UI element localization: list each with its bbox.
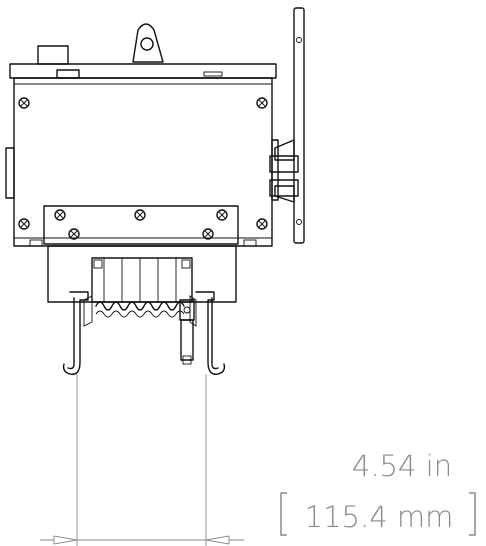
mounting-bracket xyxy=(269,7,305,244)
enclosure-screws xyxy=(18,97,268,230)
left-hook xyxy=(62,291,93,375)
arrow-right xyxy=(205,535,230,545)
top-lift-tab xyxy=(132,23,164,63)
dimension-imperial: 4.54 in xyxy=(352,449,452,483)
dimension-label: 4.54 in 115.4 mm xyxy=(280,449,476,536)
arrow-left xyxy=(53,535,78,545)
center-latch xyxy=(179,299,195,365)
right-hook xyxy=(189,291,226,375)
enclosure-body xyxy=(5,63,279,247)
top-latch xyxy=(37,45,69,65)
bracket-left xyxy=(280,492,287,536)
connector-housing xyxy=(47,245,237,303)
width-dimension xyxy=(40,374,244,546)
terminal-springs xyxy=(95,301,185,318)
bracket-right xyxy=(469,492,476,536)
faceplate xyxy=(29,205,257,247)
dimension-metric: 115.4 mm xyxy=(305,500,454,534)
